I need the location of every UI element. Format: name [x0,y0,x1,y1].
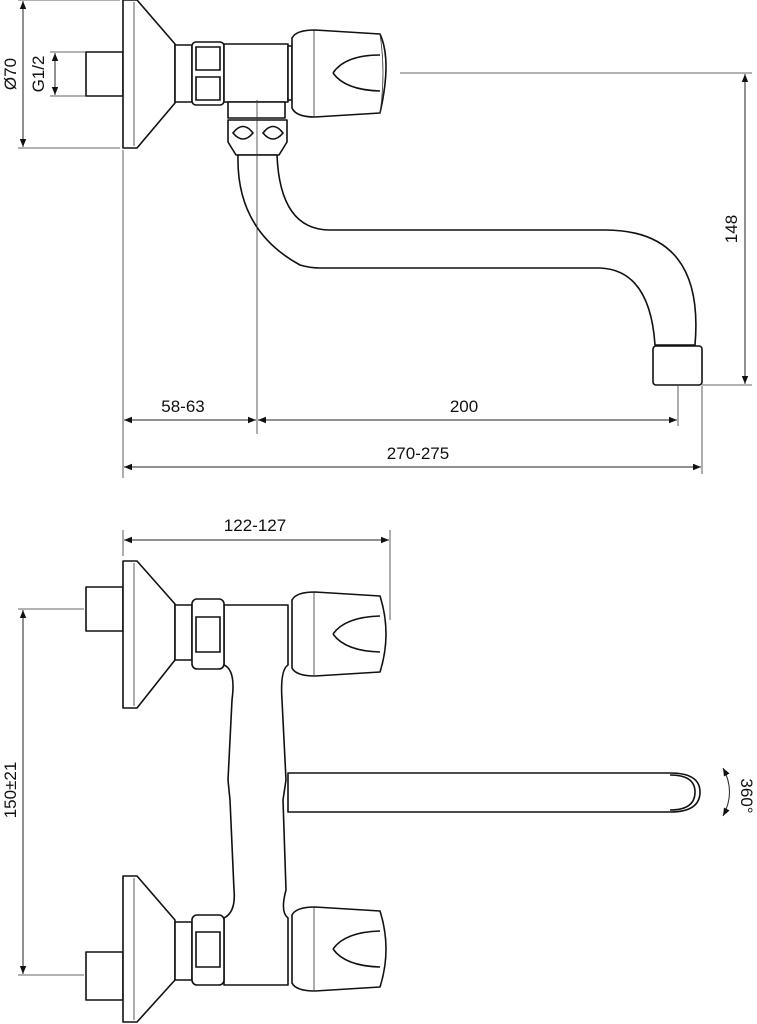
inlet-pipe [85,51,124,97]
dim-inlet-spacing: 150±21 [1,762,20,819]
dim-spout-reach: 200 [450,397,478,416]
top-view: 122-127 150±21 [1,516,756,1023]
neck [174,44,193,103]
spout [237,154,697,346]
dim-flange-diameter: Ø70 [1,58,20,90]
dim-wall-to-axis: 58-63 [161,397,204,416]
side-view: Ø70 G1/2 148 58-63 200 270-275 [1,0,752,478]
upper-inlet [85,560,387,709]
dim-handle-depth: 122-127 [224,516,286,535]
aerator [652,345,703,386]
dim-thread: G1/2 [29,56,48,93]
dim-spout-height: 148 [722,215,741,243]
coupling-nut [227,119,288,156]
wall-flange [122,0,176,149]
valve-body [223,43,289,103]
rotation-arrow-icon [722,767,730,817]
rotating-spout [287,772,701,813]
dim-spout-rotation: 360° [737,778,756,813]
dim-total-depth: 270-275 [387,444,449,463]
lower-inlet [85,875,387,1023]
mixer-body [223,604,289,986]
swivel-collar [227,101,286,119]
handle [291,29,387,118]
